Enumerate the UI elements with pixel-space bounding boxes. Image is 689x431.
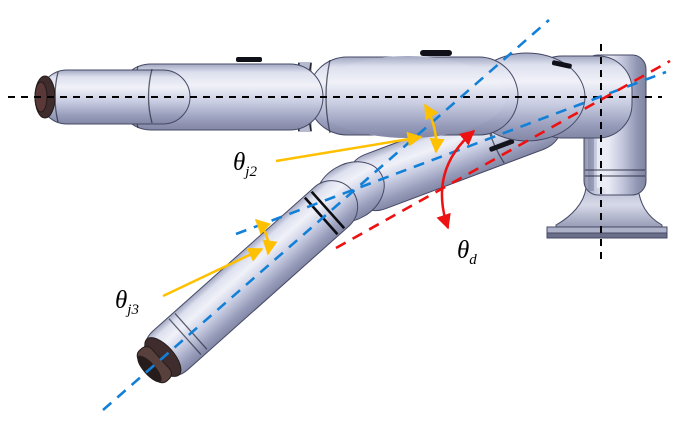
forearm-decal bbox=[236, 57, 262, 62]
theta-d-arc bbox=[436, 130, 476, 230]
theta-j3-symbol: θ bbox=[115, 287, 128, 314]
robot-arm bbox=[34, 50, 668, 384]
lower-link-axis-line bbox=[102, 19, 550, 411]
robot-lower-link bbox=[136, 180, 359, 384]
wrist-joint-bands bbox=[303, 190, 346, 236]
desired-direction-line bbox=[335, 59, 671, 250]
middle-link-decal bbox=[489, 138, 515, 152]
theta-d-label: θd bbox=[457, 237, 477, 269]
shoulder-decal bbox=[551, 60, 572, 69]
theta-j2-symbol: θ bbox=[233, 149, 246, 176]
robot-base-foot bbox=[546, 187, 668, 239]
theta-j3-arc bbox=[254, 218, 278, 256]
upper-arm-decal bbox=[420, 50, 452, 56]
theta-j2-label: θj2 bbox=[233, 149, 257, 181]
theta-j2-arc bbox=[423, 103, 445, 154]
theta-d-symbol: θ bbox=[457, 237, 470, 264]
theta-j3-arrow bbox=[162, 247, 264, 298]
base-column-seams bbox=[585, 169, 645, 177]
annotations bbox=[8, 19, 671, 411]
theta-d-subscript: d bbox=[469, 252, 477, 268]
theta-j2-arrow bbox=[275, 131, 423, 163]
theta-j3-subscript: j3 bbox=[127, 302, 139, 318]
theta-j3-label: θj3 bbox=[115, 287, 139, 319]
robot-upper-arm bbox=[307, 50, 519, 138]
lower-link-ring bbox=[168, 312, 208, 356]
theta-j2-subscript: j2 bbox=[245, 164, 257, 180]
